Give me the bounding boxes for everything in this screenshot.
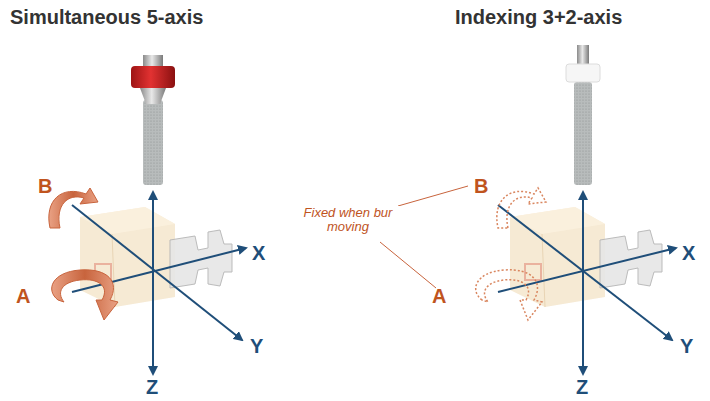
axis-label: B: [38, 175, 52, 197]
axis-label: Z: [146, 376, 158, 398]
axis-label: X: [252, 242, 265, 264]
axis-label: B: [474, 175, 488, 197]
axis-label: X: [682, 242, 695, 264]
note-text: Fixed when bur moving: [296, 206, 400, 235]
axis-label: A: [432, 285, 446, 307]
axis-label: A: [16, 285, 30, 307]
axis-label: Y: [680, 335, 693, 357]
axis-label: Z: [576, 376, 588, 398]
axis-label: Y: [250, 335, 263, 357]
panel-title: Indexing 3+2-axis: [455, 6, 622, 28]
panel-title: Simultaneous 5-axis: [10, 6, 203, 28]
